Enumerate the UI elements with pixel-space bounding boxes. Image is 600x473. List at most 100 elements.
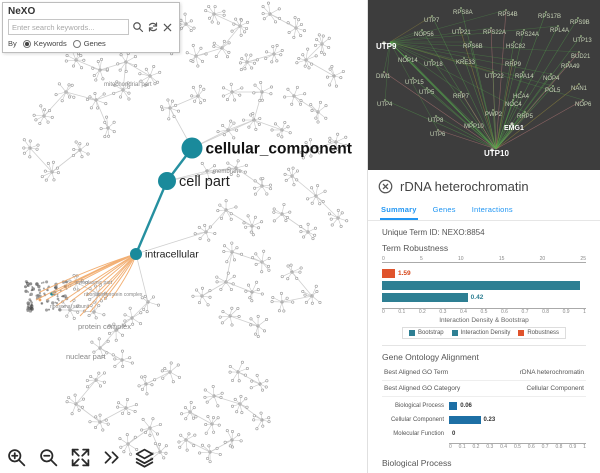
network-node-dot [383, 71, 385, 73]
axis-tick: 0.3 [486, 444, 494, 450]
network-node-label[interactable]: UTP5 [419, 90, 435, 96]
zoom-in-button[interactable] [6, 447, 27, 468]
radio-genes[interactable]: Genes [72, 39, 106, 48]
network-node-label[interactable]: PWP2 [485, 112, 503, 118]
network-node-label[interactable]: POL5 [545, 88, 561, 94]
network-node-label[interactable]: RPS24A [516, 32, 539, 38]
tree-toolbar [6, 447, 155, 468]
network-node-label[interactable]: RPA49 [561, 64, 580, 70]
network-node-dot [431, 59, 433, 61]
go-bar-value: 0 [452, 431, 456, 437]
network-node-label[interactable]: UTP15 [405, 80, 424, 86]
search-input[interactable] [8, 19, 129, 35]
network-node-label[interactable]: RPS4B [498, 12, 518, 18]
axis-tick: 0.2 [418, 309, 426, 315]
network-node-label[interactable]: BUD21 [571, 54, 591, 60]
axis-tick: 0.2 [472, 444, 480, 450]
go-bar-category: Cellular Component [390, 417, 444, 423]
tree-node-cell-part[interactable] [158, 172, 176, 190]
tree-node-cellular-component[interactable] [181, 137, 203, 159]
network-node-label[interactable]: NOP14 [398, 58, 418, 64]
network-node-label[interactable]: HSC82 [506, 44, 526, 50]
network-node-label[interactable]: UTP22 [485, 74, 504, 80]
network-node-label[interactable]: RPS8A [453, 10, 473, 16]
network-node-label[interactable]: RRP7 [453, 94, 470, 100]
axis-tick: 1 [583, 309, 586, 315]
robustness-heading: Term Robustness [382, 243, 449, 253]
axis-tick: 0.6 [527, 444, 535, 450]
network-node-label[interactable]: KRE33 [456, 60, 476, 66]
tab-summary[interactable]: Summary [380, 202, 418, 220]
network-node-dot [435, 115, 437, 117]
network-node-label[interactable]: EMG1 [504, 125, 524, 132]
reset-search-icon[interactable] [146, 21, 159, 34]
legend-label: Robustness [527, 330, 560, 336]
network-node-dot [384, 99, 386, 101]
network-node-dot [582, 99, 584, 101]
network-node-label[interactable]: RPS22A [483, 30, 506, 36]
network-node-label[interactable]: UTP4 [377, 102, 393, 108]
go-bar [449, 402, 458, 410]
network-node-label[interactable]: UTP18 [424, 62, 443, 68]
tab-genes[interactable]: Genes [432, 205, 456, 214]
network-node-label[interactable]: HCA4 [513, 94, 530, 100]
network-node-label[interactable]: RPS9B [570, 20, 590, 26]
network-node-label[interactable]: RRP5 [517, 114, 534, 120]
network-node-dot [513, 41, 515, 43]
network-node-label[interactable]: RPS17B [538, 14, 561, 20]
network-node-label[interactable]: NOP56 [414, 32, 434, 38]
network-node-label[interactable]: UTP7 [424, 18, 440, 24]
network-node-label[interactable]: DIM1 [376, 74, 391, 80]
network-node-label[interactable]: UTP8 [428, 118, 444, 124]
network-node-label[interactable]: UTP21 [452, 30, 471, 36]
network-node-dot [550, 73, 552, 75]
bar-row-robustness: 1.59 [382, 269, 586, 278]
axis-tick: 1 [583, 444, 586, 450]
network-node-label[interactable]: NAN1 [571, 86, 588, 92]
radio-genes-label: Genes [83, 39, 106, 48]
network-node-label[interactable]: RPL4A [550, 28, 569, 34]
network-node-label[interactable]: RRP9 [505, 62, 522, 68]
layers-button[interactable] [134, 447, 155, 468]
network-node-label[interactable]: NOP4 [543, 76, 560, 82]
clear-search-icon[interactable] [161, 21, 174, 34]
network-node-label[interactable]: UTP13 [573, 38, 592, 44]
network-node-dot [552, 85, 554, 87]
network-node-label[interactable]: NOP6 [575, 102, 592, 108]
axis-tick: 0.1 [458, 444, 466, 450]
by-label: By [8, 39, 17, 48]
tree-branch-edges [29, 13, 339, 453]
network-node-label[interactable]: RPS6B [463, 44, 483, 50]
layout-button[interactable] [102, 447, 123, 468]
close-icon[interactable] [378, 179, 393, 194]
network-node-label[interactable]: MPP10 [464, 124, 484, 130]
radio-keywords[interactable]: Keywords [22, 39, 67, 48]
go-bar-category: Biological Process [394, 403, 444, 409]
go-bar-value: 0.23 [483, 417, 496, 423]
network-node-dot [412, 77, 414, 79]
bar-value-label: 0.42 [470, 294, 484, 301]
network-node-label[interactable]: UTP10 [484, 149, 509, 158]
network-node-dot [512, 99, 514, 101]
axis-tick: 0.5 [480, 309, 488, 315]
tree-node-intracellular[interactable] [130, 248, 142, 260]
network-node-label[interactable]: UTP9 [376, 42, 397, 51]
network-node-label[interactable]: NOC4 [505, 102, 522, 108]
tree-node-label: cell part [179, 174, 230, 190]
network-node-dot [490, 148, 494, 152]
network-node-label[interactable]: RPA14 [515, 74, 534, 80]
network-node-label[interactable]: UTP6 [430, 132, 446, 138]
bar [382, 293, 468, 302]
fit-to-screen-button[interactable] [70, 447, 91, 468]
axis-tick: 0.4 [500, 444, 508, 450]
go-alignment-heading: Gene Ontology Alignment [382, 352, 479, 362]
zoom-out-button[interactable] [38, 447, 59, 468]
legend-item: Bootstrap [408, 330, 444, 336]
tree-annotation-label: mitochondrial part [104, 82, 152, 88]
tab-interactions[interactable]: Interactions [471, 205, 513, 214]
search-icon[interactable] [131, 21, 144, 34]
